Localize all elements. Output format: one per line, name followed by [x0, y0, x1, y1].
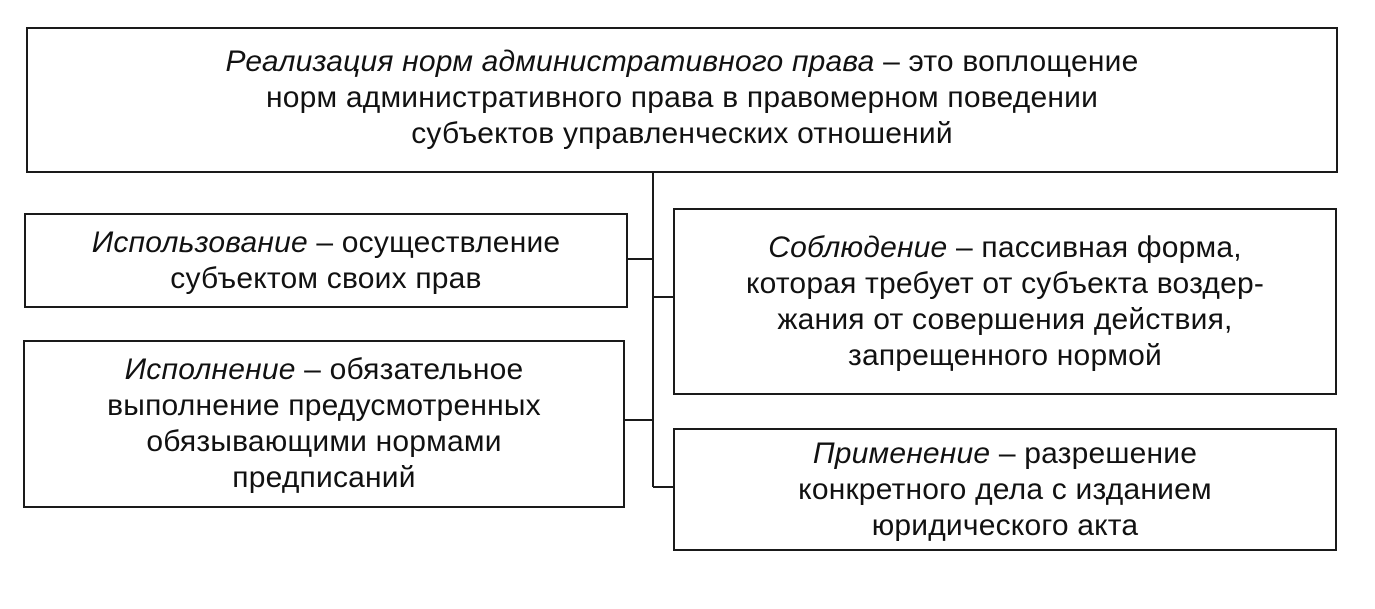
application-line-1-rest: – разрешение: [990, 436, 1198, 470]
application-line-3: юридического акта: [871, 508, 1139, 542]
execution-line-4: предписаний: [232, 461, 416, 494]
application-line-2: конкретного дела с изданием: [798, 472, 1212, 506]
compliance-term: Соблюдение: [768, 230, 948, 264]
main-definition-box: Реализация норм административного права …: [26, 27, 1338, 173]
use-line-2: субъектом своих прав: [170, 261, 482, 295]
use-term: Использование: [91, 225, 308, 259]
use-line-1-rest: – осуществление: [307, 225, 561, 259]
main-line-3: субъектов управленческих отношений: [411, 117, 953, 150]
main-term: Реализация норм административного права: [225, 45, 875, 78]
compliance-line-1-rest: – пассивная форма,: [947, 230, 1242, 264]
execution-term: Исполнение: [124, 353, 296, 386]
main-line-1-rest: – это воплощение: [874, 45, 1139, 78]
main-line-2: норм административного права в правомерн…: [265, 81, 1099, 114]
execution-line-2: выполнение предусмотренных: [107, 389, 541, 422]
application-line-1: Применение – разрешение: [813, 436, 1197, 472]
application-term: Применение: [812, 436, 991, 470]
execution-line-1: Исполнение – обязательное: [125, 352, 524, 388]
compliance-line-2: которая требует от субъекта воздер-: [745, 266, 1265, 300]
compliance-box: Соблюдение – пассивная форма, которая тр…: [673, 208, 1337, 395]
execution-box: Исполнение – обязательное выполнение пре…: [23, 340, 625, 508]
use-box: Использование – осуществление субъектом …: [24, 213, 628, 308]
use-line-1: Использование – осуществление: [92, 225, 561, 261]
main-line-1: Реализация норм административного права …: [226, 44, 1139, 80]
compliance-line-1: Соблюдение – пассивная форма,: [768, 230, 1242, 266]
execution-line-1-rest: – обязательное: [295, 353, 524, 386]
compliance-line-3: жания от совершения действия,: [777, 302, 1233, 336]
execution-line-3: обязывающими нормами: [146, 425, 502, 458]
application-box: Применение – разрешение конкретного дела…: [673, 428, 1337, 551]
compliance-line-4: запрещенного нормой: [847, 338, 1162, 372]
